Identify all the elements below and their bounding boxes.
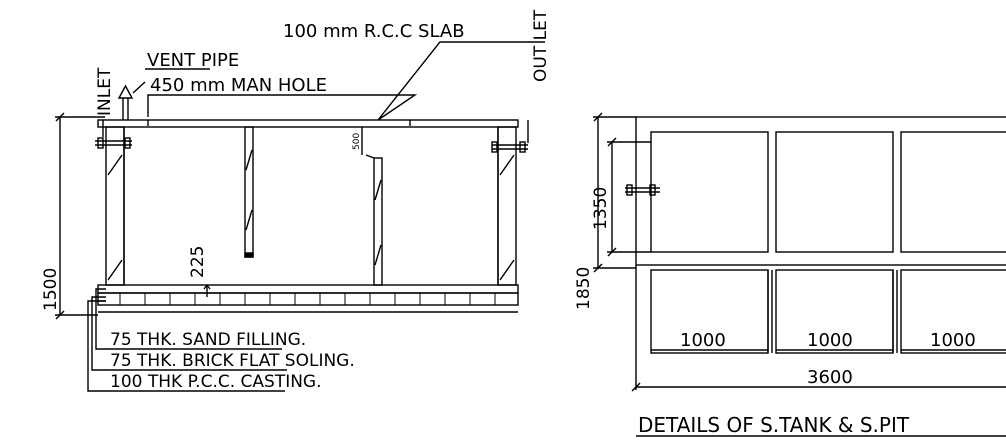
dim-500-label: 500	[352, 133, 362, 150]
inlet-label: INLET	[95, 67, 115, 116]
dim-1350-label: 1350	[591, 187, 611, 230]
dim-3600-label: 3600	[807, 367, 853, 388]
rcc-slab	[97, 119, 519, 128]
outlet-label: OUT LET	[531, 9, 551, 82]
section-view	[55, 41, 545, 392]
annotations: 100 mm R.C.C SLAB VENT PIPE 450 mm MAN H…	[41, 9, 976, 437]
pcc-casting-label: 100 THK P.C.C. CASTING.	[110, 372, 322, 392]
slab-label: 100 mm R.C.C SLAB	[283, 21, 465, 42]
dim-1000-label-b: 1000	[807, 330, 853, 351]
plan-view	[593, 112, 1006, 437]
dim-225-label: 225	[188, 246, 208, 278]
dim-1000-label-a: 1000	[680, 330, 726, 351]
brick-soling-label: 75 THK. BRICK FLAT SOLING.	[110, 351, 355, 371]
pit-chamber-3	[900, 269, 1006, 354]
manhole-label: 450 mm MAN HOLE	[150, 75, 327, 96]
baffle-wall-1	[244, 126, 254, 258]
dim-1000-label-c: 1000	[930, 330, 976, 351]
vent-pipe-label: VENT PIPE	[147, 50, 239, 71]
dim-1850-label: 1850	[574, 267, 594, 310]
sand-filling-label: 75 THK. SAND FILLING.	[110, 330, 306, 350]
brick-soling	[97, 292, 519, 306]
tank-outline	[635, 116, 1006, 266]
drawing-title: DETAILS OF S.TANK & S.PIT	[638, 413, 910, 437]
baffle-wall-2	[373, 157, 383, 286]
pcc-base	[97, 284, 519, 294]
dim-1500-label: 1500	[41, 268, 61, 311]
